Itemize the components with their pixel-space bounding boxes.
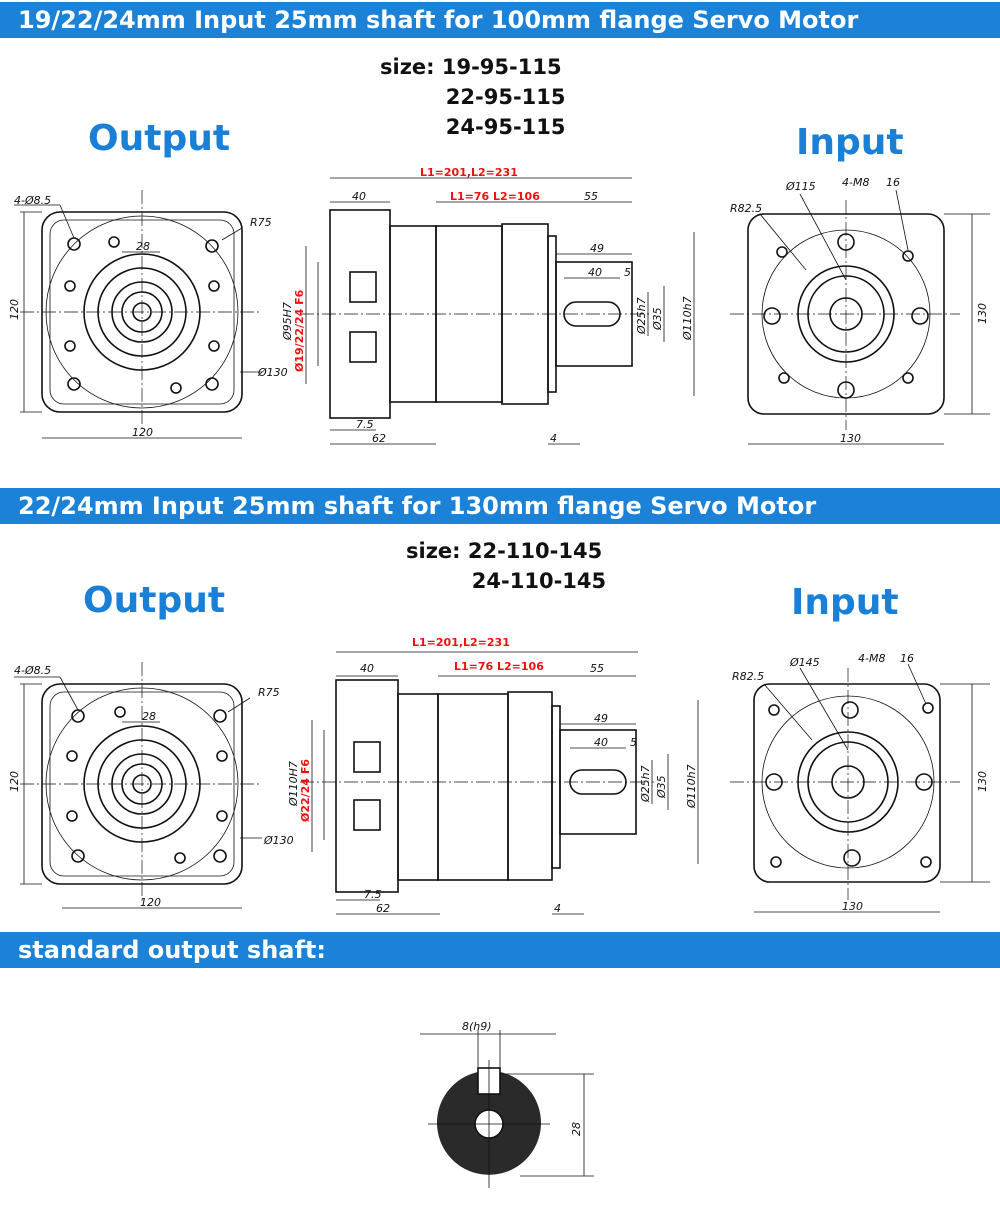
output-label-1: Output (88, 118, 231, 159)
output-front-view-1 (14, 190, 262, 439)
holes-label-2: 4-Ø8.5 (14, 664, 51, 677)
dim-55-label-1: 55 (584, 190, 598, 203)
bore-label-1: Ø19/22/24 F6 (293, 289, 306, 372)
dim-5-label-1: 5 (624, 266, 631, 279)
thread-label-2: 4-M8 (858, 652, 885, 665)
dim-49-label-2: 49 (594, 712, 608, 725)
dim-4-label-2: 4 (554, 902, 561, 915)
size-list-1: size: 19-95-115 22-95-115 24-95-115 (380, 55, 566, 139)
height-input-label-1: 130 (976, 303, 989, 324)
bolt-circle-label-1: Ø115 (785, 180, 816, 193)
size-list-2: size: 22-110-145 24-110-145 (406, 539, 607, 593)
length-body-label-2: L1=76 L2=106 (454, 660, 544, 673)
section-header-100mm: 19/22/24mm Input 25mm shaft for 100mm fl… (0, 2, 1000, 38)
section-header-130mm: 22/24mm Input 25mm shaft for 130mm flang… (0, 488, 1000, 524)
dim-62-label-2: 62 (376, 902, 390, 915)
radius-input-label-2: R82.5 (732, 670, 764, 683)
holes-label-1: 4-Ø8.5 (14, 194, 51, 207)
dim-28-label-2: 28 (142, 710, 156, 723)
input-flange-view-1 (730, 189, 990, 445)
dim-7-5-label-1: 7.5 (356, 418, 374, 431)
key-width-label: 8(h9) (462, 1020, 492, 1033)
dim-62-label-1: 62 (372, 432, 386, 445)
diameter-label-1: Ø130 (257, 366, 288, 379)
s35-label-2: Ø35 (655, 775, 668, 799)
dim-40-label-1: 40 (352, 190, 366, 203)
shaft-height-label: 28 (570, 1122, 583, 1136)
side-view-1 (300, 177, 695, 445)
length-total-label-1: L1=201,L2=231 (420, 166, 518, 179)
bore-label-2: Ø22/24 F6 (299, 759, 312, 822)
bolt-circle-label-2: Ø145 (789, 656, 820, 669)
output-label-2: Output (83, 580, 226, 621)
output-shaft-cross-section (420, 1030, 594, 1188)
output-front-view-2 (14, 662, 262, 909)
diameter-label-2: Ø130 (263, 834, 294, 847)
radius-label-1: R75 (250, 216, 272, 229)
length-total-label-2: L1=201,L2=231 (412, 636, 510, 649)
length-body-label-1: L1=76 L2=106 (450, 190, 540, 203)
dim-7-5-label-2: 7.5 (364, 888, 382, 901)
height-label-1: 120 (8, 299, 21, 320)
dim-49-label-1: 49 (590, 242, 604, 255)
width-label-2: 120 (140, 896, 161, 909)
input-flange-view-2 (730, 663, 990, 913)
width-label-1: 120 (132, 426, 153, 439)
s35-label-1: Ø35 (651, 307, 664, 331)
pilot-label-1: Ø95H7 (281, 302, 294, 341)
height-label-2: 120 (8, 771, 21, 792)
radius-input-label-1: R82.5 (730, 202, 762, 215)
input-label-1: Input (796, 122, 904, 163)
thread-label-1: 4-M8 (842, 176, 869, 189)
shaft-dia-label-1: Ø25h7 (635, 297, 648, 335)
output-dia-label-2: Ø110h7 (685, 764, 698, 809)
width-input-label-1: 130 (840, 432, 861, 445)
input-label-2: Input (791, 582, 899, 623)
shaft-dia-label-2: Ø25h7 (639, 765, 652, 803)
pilot-label-2: Ø110H7 (287, 761, 300, 807)
width-input-label-2: 130 (842, 900, 863, 913)
dim-40-label-2: 40 (360, 662, 374, 675)
dim-28-label-1: 28 (136, 240, 150, 253)
dim-55-label-2: 55 (590, 662, 604, 675)
dim-40b-label-2: 40 (594, 736, 608, 749)
side-view-2 (300, 651, 699, 915)
dim-5-label-2: 5 (630, 736, 637, 749)
depth-label-1: 16 (886, 176, 900, 189)
output-dia-label-1: Ø110h7 (681, 296, 694, 341)
radius-label-2: R75 (258, 686, 280, 699)
height-input-label-2: 130 (976, 771, 989, 792)
section-header-output-shaft: standard output shaft: (0, 932, 1000, 968)
dim-40b-label-1: 40 (588, 266, 602, 279)
depth-label-2: 16 (900, 652, 914, 665)
dim-4-label-1: 4 (550, 432, 557, 445)
